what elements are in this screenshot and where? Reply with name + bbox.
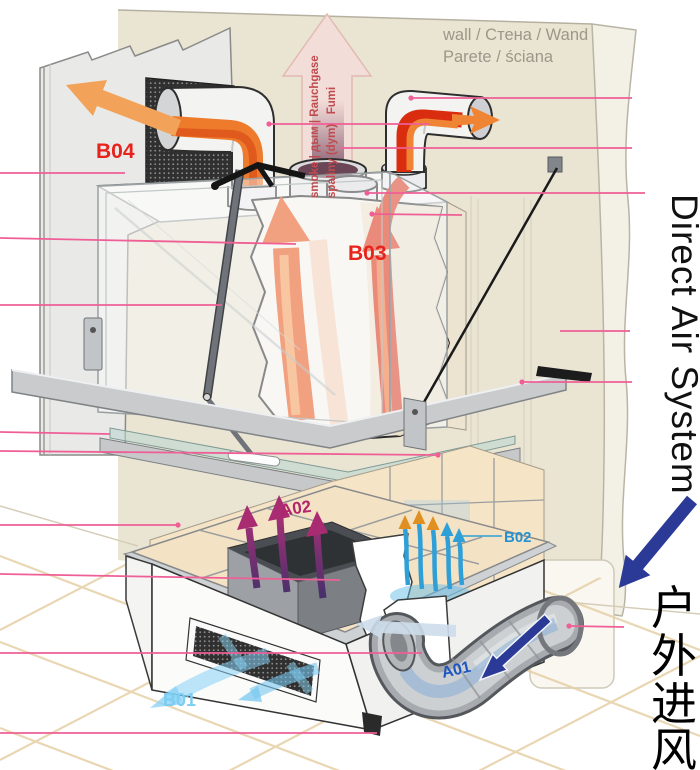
firebox-interior <box>122 445 558 651</box>
b03-arrow-2-highlight <box>376 259 394 426</box>
a02-label: A02 <box>279 497 313 520</box>
leader-left-4 <box>0 431 111 435</box>
b04-flow-core <box>175 128 257 186</box>
right-duct-flow-orange <box>406 118 459 170</box>
right-hinge-bolt <box>412 409 418 415</box>
right-duct-exit-arrow <box>452 106 500 134</box>
leader-left-7 <box>0 573 341 581</box>
leveling-foot <box>362 712 382 736</box>
leader-right-5 <box>371 213 463 216</box>
pipe-inner-air-arrow <box>356 615 456 639</box>
wall-cut-edge <box>591 23 637 617</box>
smoke-label-line2: spaliny (dym) Fumi <box>326 87 338 198</box>
shelf-black-tip <box>536 366 592 382</box>
b03-label: B03 <box>348 242 387 265</box>
damper-handle-prong <box>255 163 275 188</box>
smoke-label-line1: smoke | дым | Rauchgase <box>309 55 321 198</box>
leader-left-5 <box>0 450 439 456</box>
a01-label: A01 <box>440 659 473 682</box>
outdoor-air-pipe <box>356 595 584 720</box>
left-hinge-plate <box>83 317 103 371</box>
leader-dots <box>175 95 572 629</box>
cn-char-4: 风 <box>651 724 697 770</box>
b04-label: B04 <box>96 140 135 163</box>
right-duct-flow-red <box>396 109 463 172</box>
damper-pivot <box>203 393 211 401</box>
damper-handle-knob <box>211 182 219 190</box>
control-rod <box>413 167 559 419</box>
glass-right <box>389 170 448 431</box>
wall-top-edge <box>117 9 593 25</box>
leader-left-2 <box>0 237 297 245</box>
labels: wall / Стена / Wand Parete / ściana smok… <box>96 26 700 770</box>
b03-arrow-1-head <box>262 196 310 244</box>
right-hinge-plate <box>403 397 427 451</box>
glass-reflection-2 <box>127 199 301 351</box>
side-title: Direct Air System <box>664 194 700 495</box>
damper-rod <box>204 169 243 399</box>
frame-band-highlight <box>11 369 567 428</box>
b01-swoosh-1-head <box>150 686 184 708</box>
cn-char-1: 户 <box>651 582 697 634</box>
b02-label: B02 <box>504 529 532 546</box>
glass-enclosure <box>97 170 448 431</box>
floor-wall-line-left <box>0 505 139 547</box>
wall-label-line2: Parete / ściana <box>443 48 554 66</box>
b01-swoosh-2-head <box>238 686 262 702</box>
b01-label: B01 <box>163 690 196 710</box>
b03-arrow-1-highlight <box>279 254 301 416</box>
a02-arrows <box>237 495 328 599</box>
wall-label-line1: wall / Стена / Wand <box>442 26 588 44</box>
leader-right-8 <box>568 625 625 628</box>
cn-char-2: 外 <box>651 630 697 682</box>
left-hinge-bolt <box>90 327 96 333</box>
b03-heat-wisp <box>309 239 349 432</box>
leader-lines <box>0 95 645 734</box>
damper-mechanism <box>202 161 559 457</box>
b04-exit-arrow <box>66 80 181 136</box>
a01-arrow <box>478 613 553 682</box>
small-flue-collar-top <box>326 175 378 193</box>
direct-air-arrow <box>618 495 697 588</box>
outdoor-air-text: 户 外 进 风 <box>651 582 697 770</box>
cn-char-3: 进 <box>651 678 697 730</box>
